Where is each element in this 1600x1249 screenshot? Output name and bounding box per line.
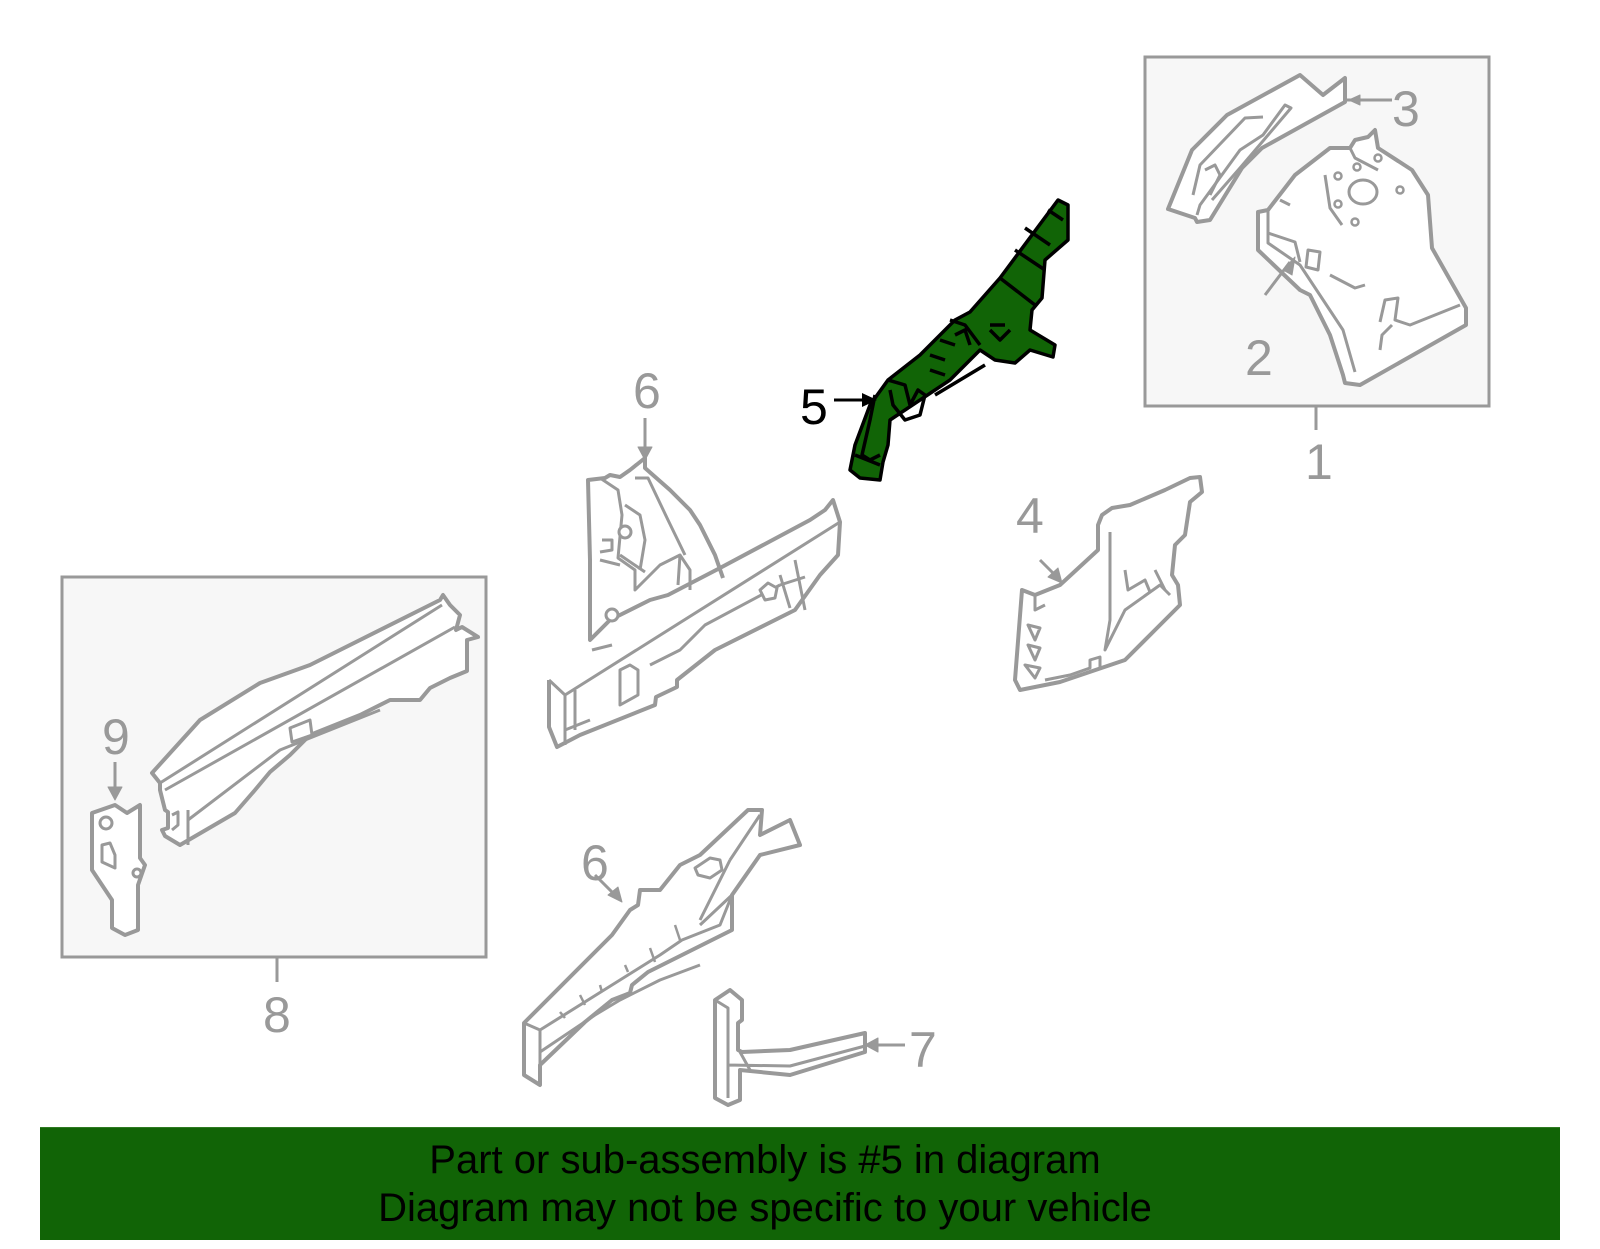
callout-7: 7 [909, 1022, 937, 1078]
info-banner: Part or sub-assembly is #5 in diagram Di… [40, 1127, 1560, 1240]
callout-8: 8 [263, 987, 291, 1043]
part-8-rail-drawing[interactable] [150, 593, 480, 847]
banner-part-note: Part or sub-assembly is #5 in diagram [429, 1138, 1101, 1182]
callout-1: 1 [1305, 434, 1333, 490]
callout-2: 2 [1245, 330, 1273, 386]
part-9-drawing[interactable] [90, 762, 147, 937]
part-4-drawing[interactable] [1013, 475, 1204, 692]
callout-5: 5 [800, 379, 828, 435]
callout-6-lower: 6 [581, 835, 609, 891]
callout-3: 3 [1392, 81, 1420, 137]
part-7-drawing[interactable] [713, 988, 905, 1107]
callout-9: 9 [102, 709, 130, 765]
banner-disclaimer: Diagram may not be specific to your vehi… [378, 1186, 1152, 1230]
callout-5-arrow [834, 393, 877, 407]
callout-6-upper: 6 [633, 363, 661, 419]
part-5-drawing-highlighted[interactable] [848, 198, 1070, 482]
callout-4: 4 [1016, 488, 1044, 544]
part-3-drawing[interactable] [1166, 73, 1392, 224]
part-2-drawing[interactable] [1256, 128, 1468, 387]
part-6-upper-drawing[interactable] [547, 418, 842, 749]
part-6-lower-drawing[interactable] [522, 808, 802, 1087]
